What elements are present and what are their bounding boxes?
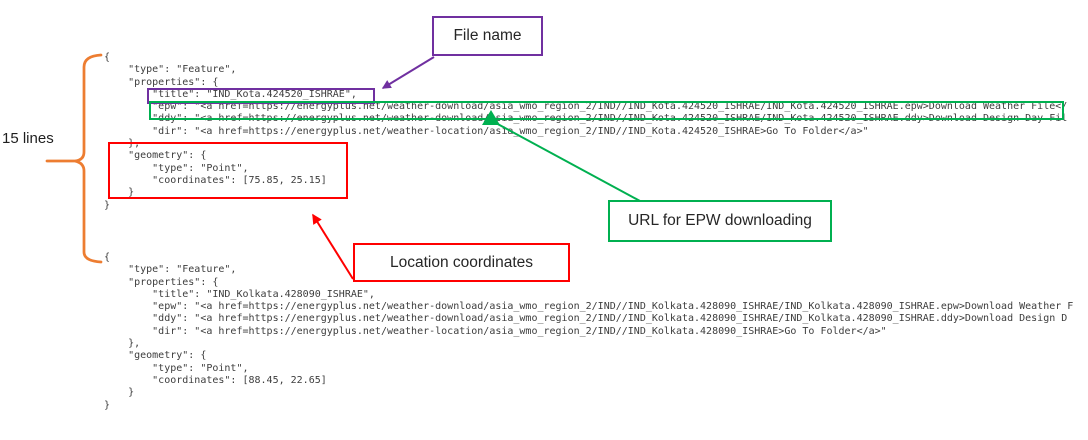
geometry-highlight-box bbox=[108, 142, 348, 199]
file-name-callout: File name bbox=[432, 16, 543, 56]
geojson-feature-2-code: { "type": "Feature", "properties": { "ti… bbox=[104, 252, 1074, 411]
location-coordinates-callout: Location coordinates bbox=[353, 243, 570, 282]
epw-url-callout: URL for EPW downloading bbox=[608, 200, 832, 242]
fifteen-lines-brace bbox=[45, 53, 103, 264]
title-highlight-box bbox=[147, 88, 375, 104]
epw-url-highlight-box bbox=[149, 101, 1064, 120]
lines-count-label: 15 lines bbox=[2, 130, 54, 147]
